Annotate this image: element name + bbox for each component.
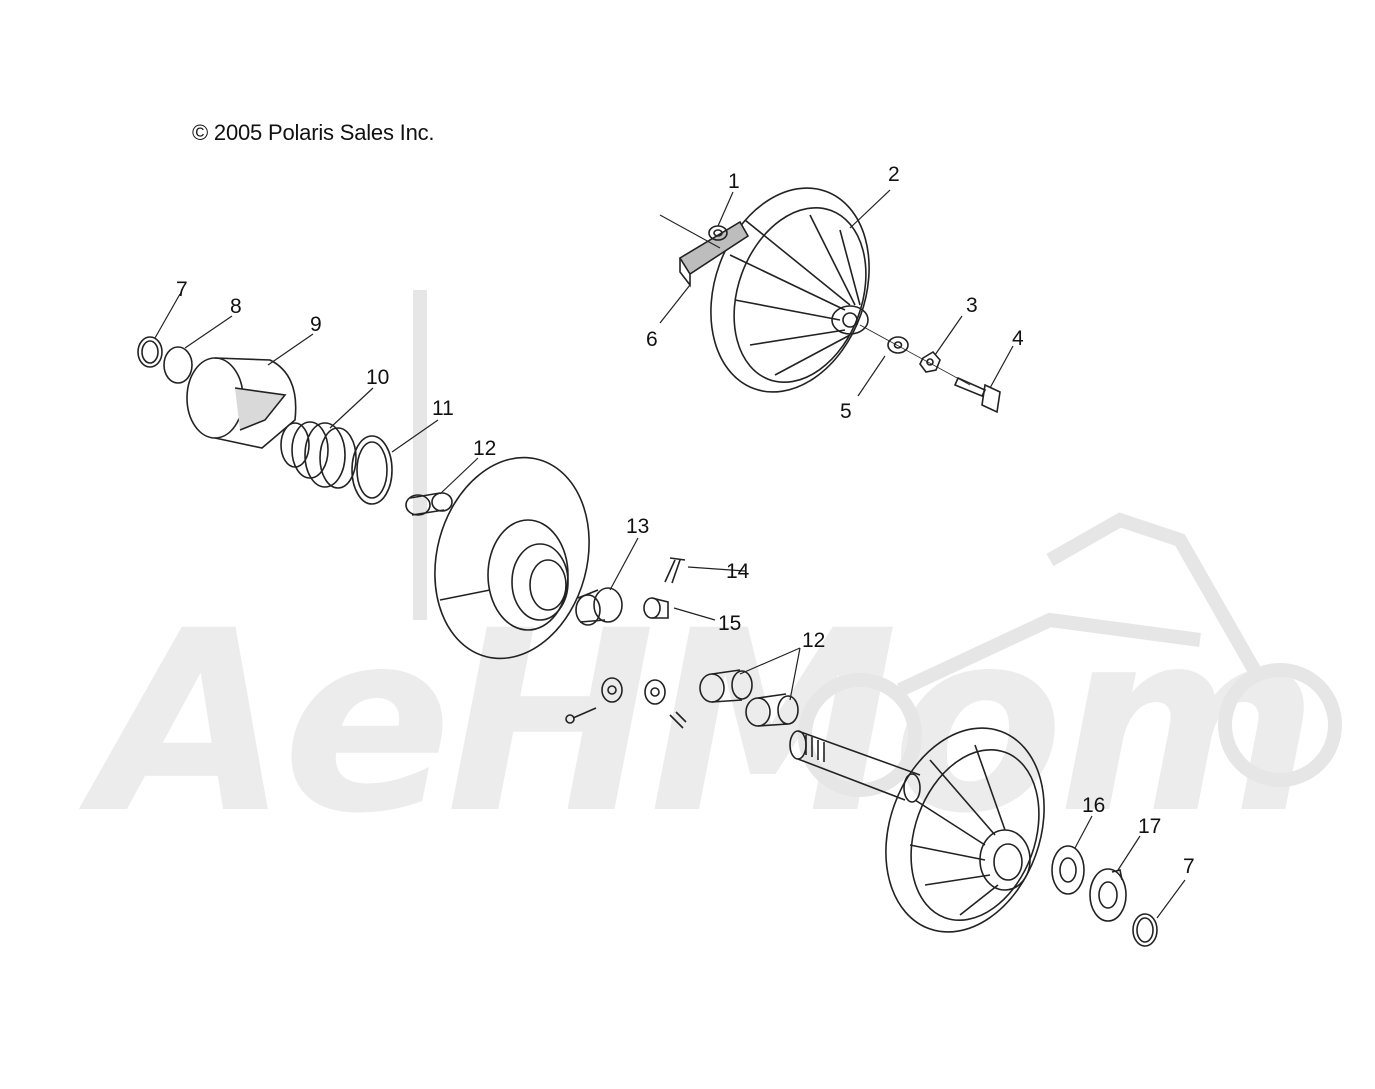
leader-lines: [154, 189, 1186, 919]
washer-part-5: [887, 336, 909, 354]
callout-13: 13: [626, 515, 649, 538]
callout-7a: 7: [176, 278, 188, 301]
callout-3: 3: [966, 294, 978, 317]
movable-sheave: [434, 456, 590, 660]
snap-ring-part-7b: [1132, 913, 1158, 947]
callout-11: 11: [432, 397, 454, 420]
fixed-sheave-lower: [885, 727, 1045, 933]
callout-17: 17: [1138, 815, 1161, 838]
snap-ring-part-7: [137, 336, 163, 368]
ring-part-8: [163, 346, 193, 384]
callout-15: 15: [718, 612, 741, 635]
callout-2: 2: [888, 163, 900, 186]
callout-1: 1: [728, 170, 740, 193]
callout-12b: 12: [802, 629, 825, 652]
tab-washer-part-17: [1089, 868, 1127, 922]
copyright-text: © 2005 Polaris Sales Inc.: [192, 120, 435, 145]
callout-8: 8: [230, 295, 242, 318]
bolt-part-4: [953, 376, 1001, 414]
small-hardware: [565, 677, 687, 729]
callout-5: 5: [840, 400, 852, 423]
callout-7b: 7: [1183, 855, 1195, 878]
bushing-part-12b: [699, 669, 799, 727]
washer-part-16: [1051, 845, 1085, 895]
ring-part-11: [351, 435, 393, 505]
callout-12a: 12: [473, 437, 496, 460]
callout-14: 14: [726, 560, 750, 583]
bushing-part-12a: [405, 492, 453, 516]
key-part-6: [659, 214, 750, 288]
spring-part-10: [280, 421, 357, 489]
shaft: [789, 730, 921, 803]
helix-cam-part-9: [186, 357, 297, 449]
watermark-motorcycle: [413, 290, 1342, 797]
bushing-part-13: [575, 587, 623, 626]
nut-part-3: [919, 350, 941, 373]
roller-part-15: [643, 597, 669, 619]
callout-4: 4: [1012, 327, 1024, 350]
pin-part-14: [664, 557, 686, 584]
callout-9: 9: [310, 313, 322, 336]
driven-sheave-upper: [710, 187, 870, 393]
callout-6: 6: [646, 328, 658, 351]
callout-10: 10: [366, 366, 389, 389]
callout-16: 16: [1082, 794, 1105, 817]
watermark-text: AeHMom: [95, 577, 1318, 868]
callout-labels: 1 2 3 4 5 6 7 8 9 10 11 12 13 14 15 12 1…: [176, 163, 1195, 878]
